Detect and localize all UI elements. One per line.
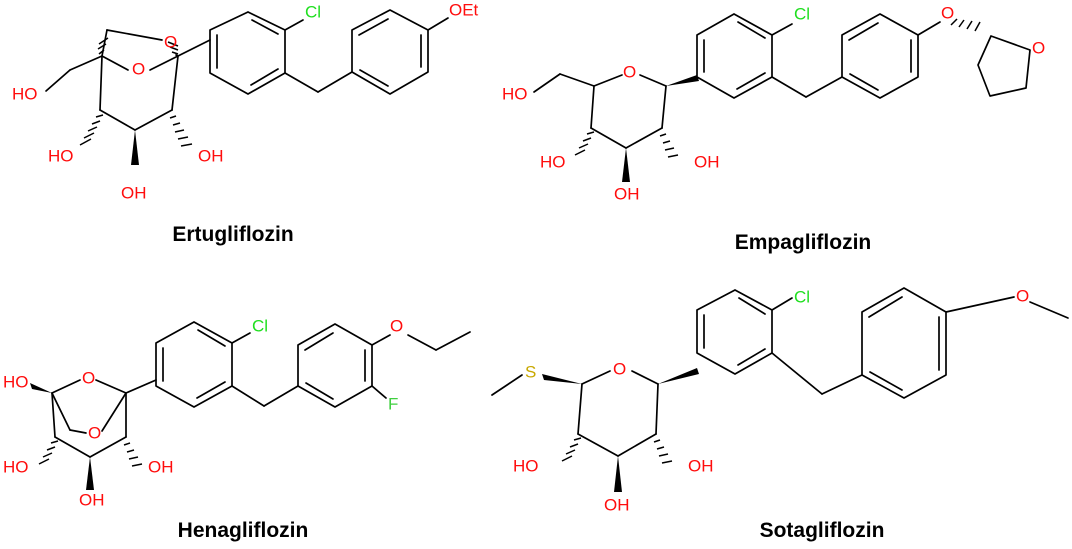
- hydroxyl-label: OH: [614, 185, 640, 204]
- hydroxyl-label: HO: [48, 147, 74, 166]
- sulfur-label: S: [525, 363, 536, 382]
- hydroxyl-label: HO: [540, 153, 566, 172]
- hydroxyl-label: OH: [121, 184, 147, 203]
- hydroxymethyl-label: HO: [12, 85, 38, 104]
- atom-labels-empagliflozin: Cl O O O HO HO OH OH: [502, 4, 1045, 204]
- hydroxyl-label: HO: [3, 373, 29, 392]
- atom-labels-ertugliflozin: Cl OEt O O HO HO OH OH: [12, 1, 479, 203]
- molecule-sotagliflozin: Cl O S O HO OH OH Sotagliflozin: [491, 287, 1069, 542]
- ether-oxygen-label: O: [1016, 287, 1029, 306]
- thf-oxygen-label: O: [1032, 39, 1045, 58]
- stereo-bonds-henagliflozin: [30, 383, 143, 490]
- ring-oxygen-label: O: [623, 63, 636, 82]
- molecule-name: Ertugliflozin: [172, 223, 293, 246]
- hydroxyl-label: OH: [688, 457, 714, 476]
- hydroxymethyl-label: HO: [502, 85, 528, 104]
- bonds-henagliflozin: [51, 321, 471, 458]
- ether-oxygen-label: O: [390, 317, 403, 336]
- ether-oxygen-label: O: [941, 4, 954, 23]
- bonds-ertugliflozin: [45, 9, 449, 131]
- molecule-empagliflozin: Cl O O O HO HO OH OH Empagliflozin: [502, 4, 1045, 255]
- bonds-sotagliflozin: [491, 287, 1069, 457]
- hydroxyl-label: HO: [3, 458, 29, 477]
- molecule-name: Sotagliflozin: [760, 519, 885, 542]
- molecule-name: Empagliflozin: [735, 231, 872, 254]
- hydroxyl-label: OH: [694, 153, 720, 172]
- chlorine-label: Cl: [252, 317, 268, 336]
- bridge-oxygen-label: O: [88, 424, 101, 443]
- chlorine-label: Cl: [305, 3, 321, 22]
- stereo-bonds-empagliflozin: [574, 18, 981, 182]
- hydroxyl-label: OH: [148, 458, 174, 477]
- atom-labels-sotagliflozin: Cl O S O HO OH OH: [513, 287, 1029, 515]
- hydroxyl-label: HO: [513, 457, 539, 476]
- molecule-henagliflozin: Cl O F O O HO HO OH OH Henagliflozin: [3, 317, 471, 542]
- ring-oxygen-label: O: [132, 60, 145, 79]
- chlorine-label: Cl: [794, 288, 810, 307]
- bridge-oxygen-label: O: [164, 33, 177, 52]
- ethoxy-label: OEt: [449, 1, 479, 20]
- stereo-bonds-sotagliflozin: [561, 437, 673, 492]
- bonds-empagliflozin: [533, 13, 1031, 149]
- hydroxyl-label: OH: [198, 147, 224, 166]
- ring-oxygen-label: O: [613, 360, 626, 379]
- molecule-ertugliflozin: Cl OEt O O HO HO OH OH Ertugliflozin: [12, 1, 479, 247]
- hydroxyl-label: OH: [79, 491, 105, 510]
- hydroxyl-label: OH: [604, 496, 630, 515]
- ring-oxygen-label: O: [82, 369, 95, 388]
- stereo-bonds-ertugliflozin: [79, 37, 193, 165]
- fluorine-label: F: [388, 395, 398, 414]
- atom-labels-henagliflozin: Cl O F O O HO HO OH OH: [3, 317, 403, 510]
- molecule-name: Henagliflozin: [178, 519, 309, 542]
- chlorine-label: Cl: [794, 5, 810, 24]
